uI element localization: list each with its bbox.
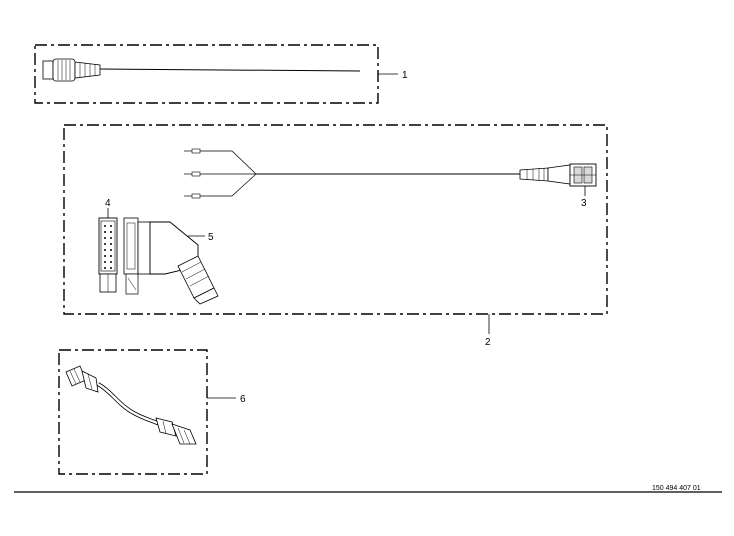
callout-1: 1 bbox=[378, 70, 408, 81]
part-4-connector-insert[interactable] bbox=[98, 217, 118, 293]
callout-5-label: 5 bbox=[208, 232, 214, 243]
callout-3: 3 bbox=[581, 186, 587, 209]
callout-6-label: 6 bbox=[240, 394, 246, 405]
callout-6: 6 bbox=[207, 394, 246, 405]
pin-terminal-top bbox=[184, 148, 201, 154]
group-2-box bbox=[63, 124, 608, 315]
part-3-harness[interactable] bbox=[184, 148, 597, 199]
drawing-number: 150 494 407 01 bbox=[652, 485, 701, 492]
callout-2: 2 bbox=[485, 314, 491, 348]
part-5-angled-hood[interactable] bbox=[123, 217, 219, 305]
callout-1-label: 1 bbox=[402, 70, 408, 81]
pin-terminal-bottom bbox=[184, 193, 201, 199]
pin-terminal-middle bbox=[184, 171, 201, 177]
callout-4: 4 bbox=[105, 198, 111, 218]
group-6-box bbox=[58, 349, 208, 475]
footer: 150 494 407 01 bbox=[14, 485, 722, 493]
callout-5: 5 bbox=[188, 232, 214, 243]
part-1-cable[interactable] bbox=[42, 58, 361, 82]
callout-3-label: 3 bbox=[581, 198, 587, 209]
part-6-extension-cable[interactable] bbox=[65, 365, 197, 445]
callout-2-label: 2 bbox=[485, 337, 491, 348]
callout-4-label: 4 bbox=[105, 198, 111, 209]
